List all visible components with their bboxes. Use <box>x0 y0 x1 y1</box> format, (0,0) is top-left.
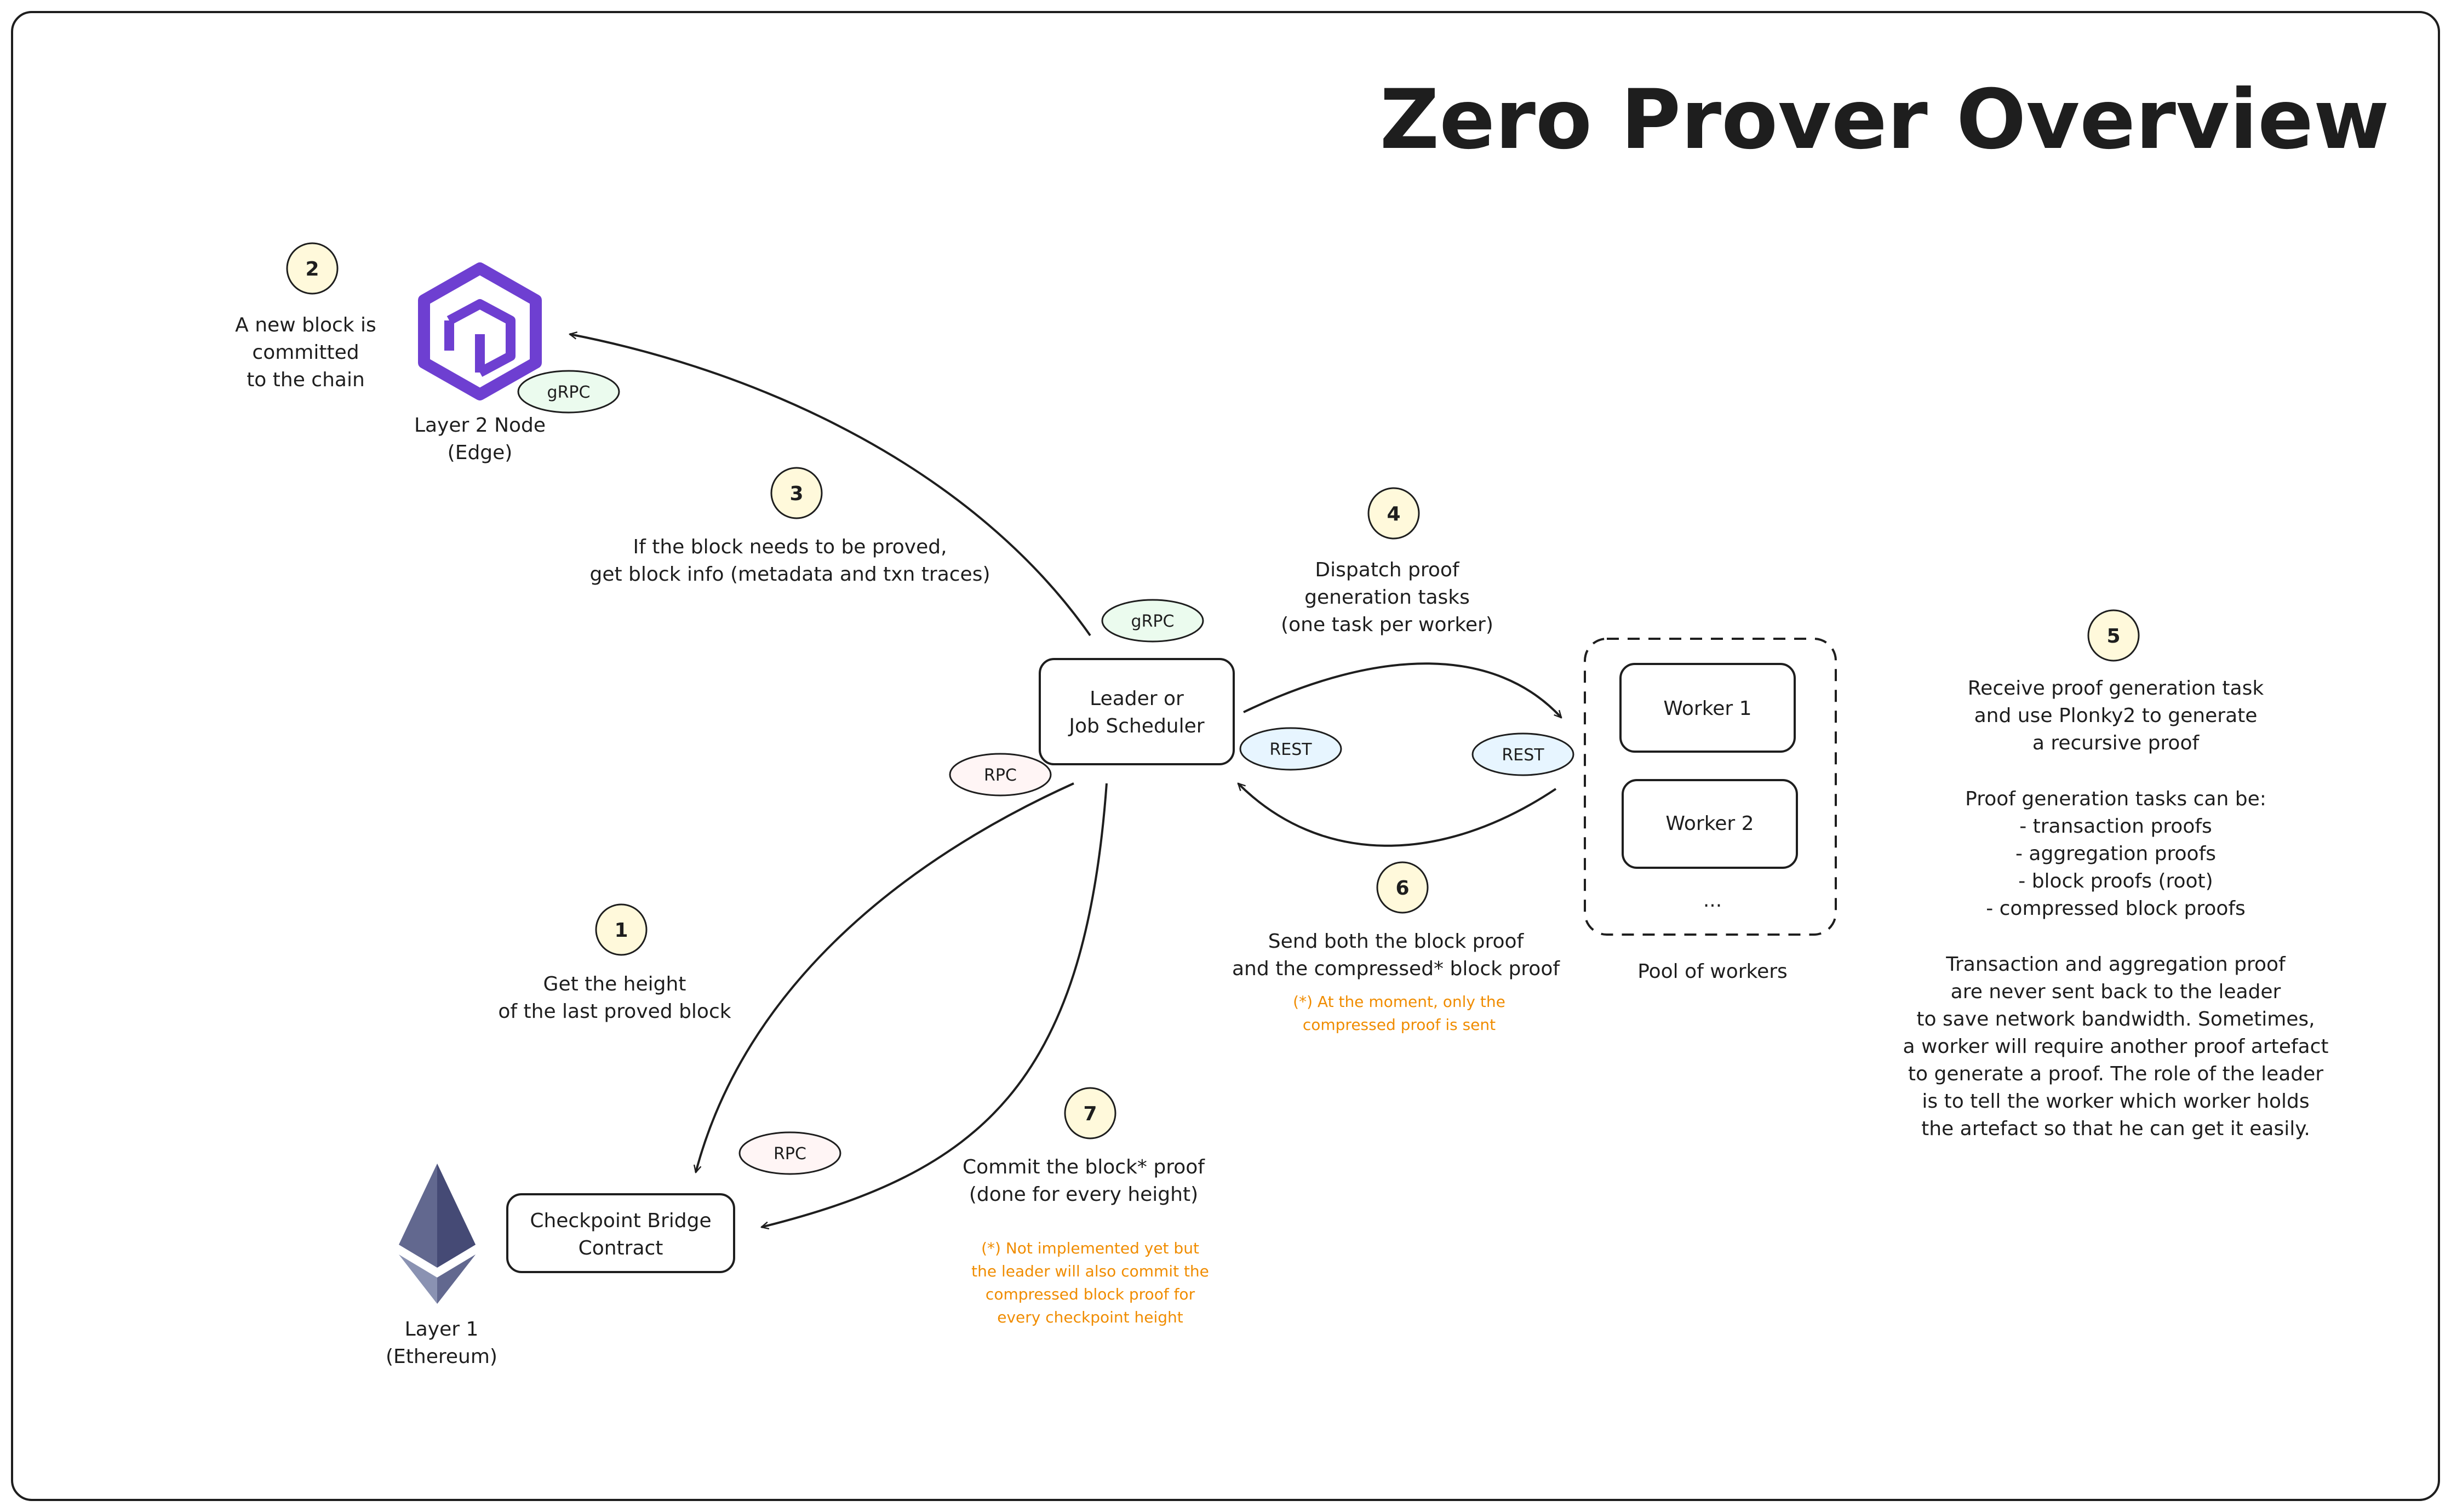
worker-pool <box>1584 638 1837 936</box>
grpc-badge-edge: gRPC <box>517 370 620 414</box>
svg-text:every checkpoint height: every checkpoint height <box>997 1308 1183 1326</box>
step-2-badge: 2 <box>286 242 339 295</box>
svg-text:compressed block proof for: compressed block proof for <box>986 1285 1195 1303</box>
svg-text:RPC: RPC <box>984 766 1017 785</box>
svg-text:get block info (metadata and t: get block info (metadata and txn traces) <box>589 563 990 586</box>
step-6-badge: 6 <box>1376 861 1429 914</box>
arrow-pool-to-leader <box>1238 783 1557 847</box>
step-3-badge: 3 <box>770 467 823 519</box>
step-3-text: If the block needs to be proved, get blo… <box>589 536 990 586</box>
svg-text:Checkpoint Bridge: Checkpoint Bridge <box>530 1210 711 1232</box>
worker-ellipsis: ... <box>1703 889 1722 912</box>
svg-text:If the block needs to be prove: If the block needs to be proved, <box>633 536 947 558</box>
svg-text:Contract: Contract <box>579 1237 663 1259</box>
svg-text:7: 7 <box>1083 1103 1097 1125</box>
step-1-text: Get the height of the last proved block <box>498 973 731 1023</box>
rpc-badge-leader: RPC <box>949 753 1052 797</box>
svg-text:- transaction proofs: - transaction proofs <box>2019 815 2212 838</box>
svg-text:(Ethereum): (Ethereum) <box>386 1345 497 1368</box>
svg-text:Receive proof generation task: Receive proof generation task <box>1968 677 2264 700</box>
svg-text:and use Plonky2 to generate: and use Plonky2 to generate <box>1974 705 2258 727</box>
arrow-leader-to-layer2 <box>570 334 1091 637</box>
checkpoint-contract-node: Checkpoint Bridge Contract <box>506 1193 735 1273</box>
svg-text:gRPC: gRPC <box>547 383 591 402</box>
arrow-leader-commit <box>761 783 1108 1227</box>
svg-text:Leader or: Leader or <box>1090 688 1184 710</box>
arrow-leader-to-checkpoint <box>696 782 1074 1172</box>
layer2-label: Layer 2 Node (Edge) <box>414 414 546 464</box>
svg-text:the artefact so that he can ge: the artefact so that he can get it easil… <box>1921 1118 2310 1140</box>
svg-text:a worker will require another: a worker will require another proof arte… <box>1903 1035 2328 1058</box>
step-5-text: Receive proof generation task and use Pl… <box>1903 677 2328 1140</box>
step-4-text: Dispatch proof generation tasks (one tas… <box>1281 559 1493 636</box>
svg-text:to save network bandwidth. Som: to save network bandwidth. Sometimes, <box>1916 1008 2315 1030</box>
grpc-badge-leader: gRPC <box>1101 599 1204 643</box>
svg-text:compressed proof is sent: compressed proof is sent <box>1303 1016 1496 1034</box>
svg-text:Proof generation tasks can be:: Proof generation tasks can be: <box>1965 788 2266 810</box>
edge-logo-icon <box>418 262 542 400</box>
step-2-text: A new block is committed to the chain <box>235 314 376 391</box>
svg-text:generation tasks: generation tasks <box>1304 586 1470 609</box>
svg-text:4: 4 <box>1387 503 1400 525</box>
svg-text:A new block is: A new block is <box>235 314 376 336</box>
svg-text:gRPC: gRPC <box>1131 612 1175 631</box>
rpc-badge-contract: RPC <box>738 1131 841 1175</box>
svg-text:are never sent back to the lea: are never sent back to the leader <box>1951 981 2281 1003</box>
leader-node: Leader or Job Scheduler <box>1039 658 1235 765</box>
arrow-leader-to-pool <box>1243 662 1561 718</box>
step-4-badge: 4 <box>1367 487 1420 540</box>
svg-text:- compressed block proofs: - compressed block proofs <box>1986 897 2246 920</box>
svg-text:REST: REST <box>1269 740 1312 759</box>
svg-text:- block proofs (root): - block proofs (root) <box>2018 870 2213 892</box>
step-6-text: Send both the block proof and the compre… <box>1232 930 1560 980</box>
svg-text:Layer 1: Layer 1 <box>405 1318 479 1341</box>
step-7-badge: 7 <box>1064 1087 1116 1139</box>
layer1-label: Layer 1 (Ethereum) <box>386 1318 497 1368</box>
svg-text:and the compressed* block proo: and the compressed* block proof <box>1232 958 1560 980</box>
svg-text:a recursive proof: a recursive proof <box>2032 732 2200 754</box>
svg-text:REST: REST <box>1502 746 1544 765</box>
rest-badge-leader: REST <box>1239 727 1342 771</box>
svg-text:(*) Not implemented yet but: (*) Not implemented yet but <box>981 1239 1199 1257</box>
svg-text:Send both the block proof: Send both the block proof <box>1268 930 1525 953</box>
page-title: Zero Prover Overview <box>1380 72 2390 168</box>
step-1-badge: 1 <box>595 903 648 956</box>
svg-text:Worker 2: Worker 2 <box>1665 812 1754 835</box>
svg-text:Worker 1: Worker 1 <box>1663 697 1751 720</box>
svg-text:- aggregation proofs: - aggregation proofs <box>2015 843 2216 865</box>
svg-text:Layer 2 Node: Layer 2 Node <box>414 414 546 437</box>
svg-text:Job Scheduler: Job Scheduler <box>1068 715 1204 737</box>
svg-text:1: 1 <box>614 919 628 942</box>
step-7-text: Commit the block* proof (done for every … <box>963 1156 1205 1206</box>
svg-text:Transaction and aggregation pr: Transaction and aggregation proof <box>1945 953 2286 976</box>
worker-pool-label: Pool of workers <box>1637 960 1788 983</box>
rest-badge-pool: REST <box>1471 732 1574 776</box>
svg-text:of the last proved block: of the last proved block <box>498 1000 731 1023</box>
svg-text:3: 3 <box>789 483 803 505</box>
svg-text:5: 5 <box>2106 625 2120 648</box>
step-5-badge: 5 <box>2087 609 2140 662</box>
step-6-note: (*) At the moment, only the compressed p… <box>1293 993 1505 1034</box>
worker-1-node: Worker 1 <box>1619 663 1796 753</box>
svg-text:committed: committed <box>252 341 359 364</box>
svg-text:Dispatch proof: Dispatch proof <box>1315 559 1459 581</box>
svg-text:to the chain: to the chain <box>247 369 365 391</box>
svg-text:is to tell the worker which wo: is to tell the worker which worker holds <box>1922 1090 2309 1113</box>
svg-text:(Edge): (Edge) <box>448 442 513 464</box>
svg-text:Get the height: Get the height <box>543 973 686 995</box>
svg-text:RPC: RPC <box>774 1144 806 1164</box>
svg-text:(done for every height): (done for every height) <box>969 1183 1198 1206</box>
svg-text:the leader will also commit th: the leader will also commit the <box>971 1262 1209 1280</box>
svg-text:2: 2 <box>305 258 319 280</box>
svg-text:Commit the block* proof: Commit the block* proof <box>963 1156 1205 1178</box>
frame-border <box>11 11 2440 1501</box>
svg-text:6: 6 <box>1395 877 1409 900</box>
svg-text:(one task per worker): (one task per worker) <box>1281 614 1493 636</box>
svg-text:to generate a proof. The role: to generate a proof. The role of the lea… <box>1908 1063 2323 1085</box>
svg-text:(*) At the moment, only the: (*) At the moment, only the <box>1293 993 1505 1011</box>
ethereum-logo-icon <box>399 1164 476 1304</box>
worker-2-node: Worker 2 <box>1622 779 1798 869</box>
step-7-note: (*) Not implemented yet but the leader w… <box>971 1239 1209 1326</box>
